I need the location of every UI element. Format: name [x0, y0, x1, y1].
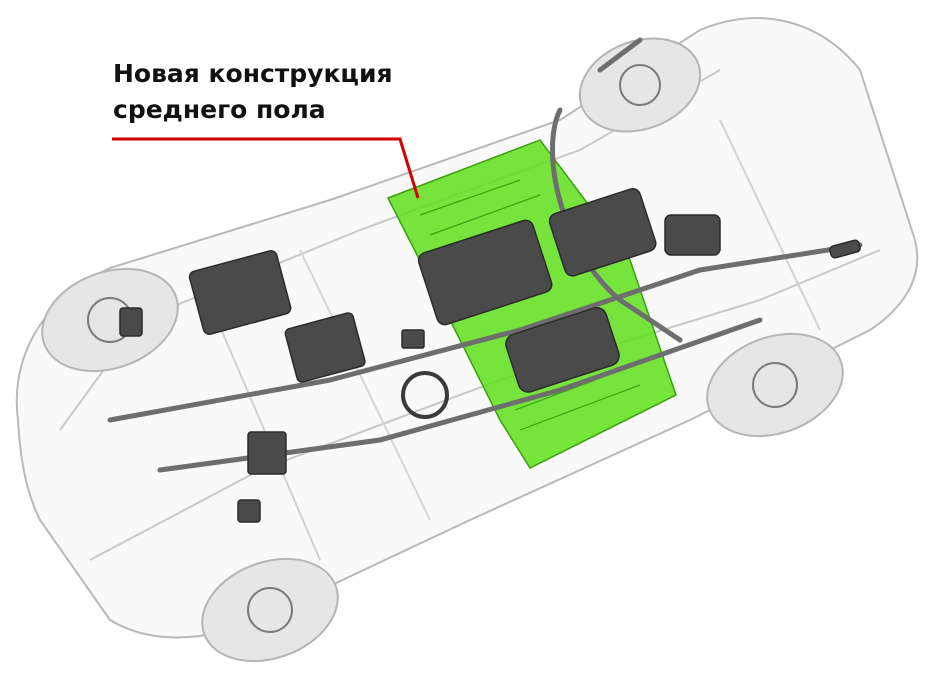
- wheel-front-right: [201, 557, 339, 663]
- engine-block: [188, 250, 292, 335]
- radiator-box: [119, 307, 143, 337]
- steering-wheel: [401, 371, 449, 419]
- gearbox: [284, 312, 366, 383]
- wheel-front-left: [41, 267, 179, 373]
- callout-line-1: Новая конструкция: [113, 59, 393, 88]
- rear-differential: [664, 214, 721, 256]
- mechanical-components: [119, 188, 861, 523]
- fuel-tank: [417, 219, 553, 326]
- small-module: [401, 329, 425, 349]
- callout-label: Новая конструкция среднего пола: [113, 56, 443, 128]
- wheel-hubs: [87, 64, 798, 633]
- fuel-tank-2: [548, 188, 657, 277]
- muffler: [505, 306, 620, 393]
- battery: [247, 431, 287, 475]
- callout-leader-line: [112, 137, 420, 199]
- front-component: [237, 499, 261, 523]
- callout-line-2: среднего пола: [113, 95, 326, 124]
- exhaust-tip: [829, 239, 861, 259]
- wheel-rear-right: [706, 332, 844, 438]
